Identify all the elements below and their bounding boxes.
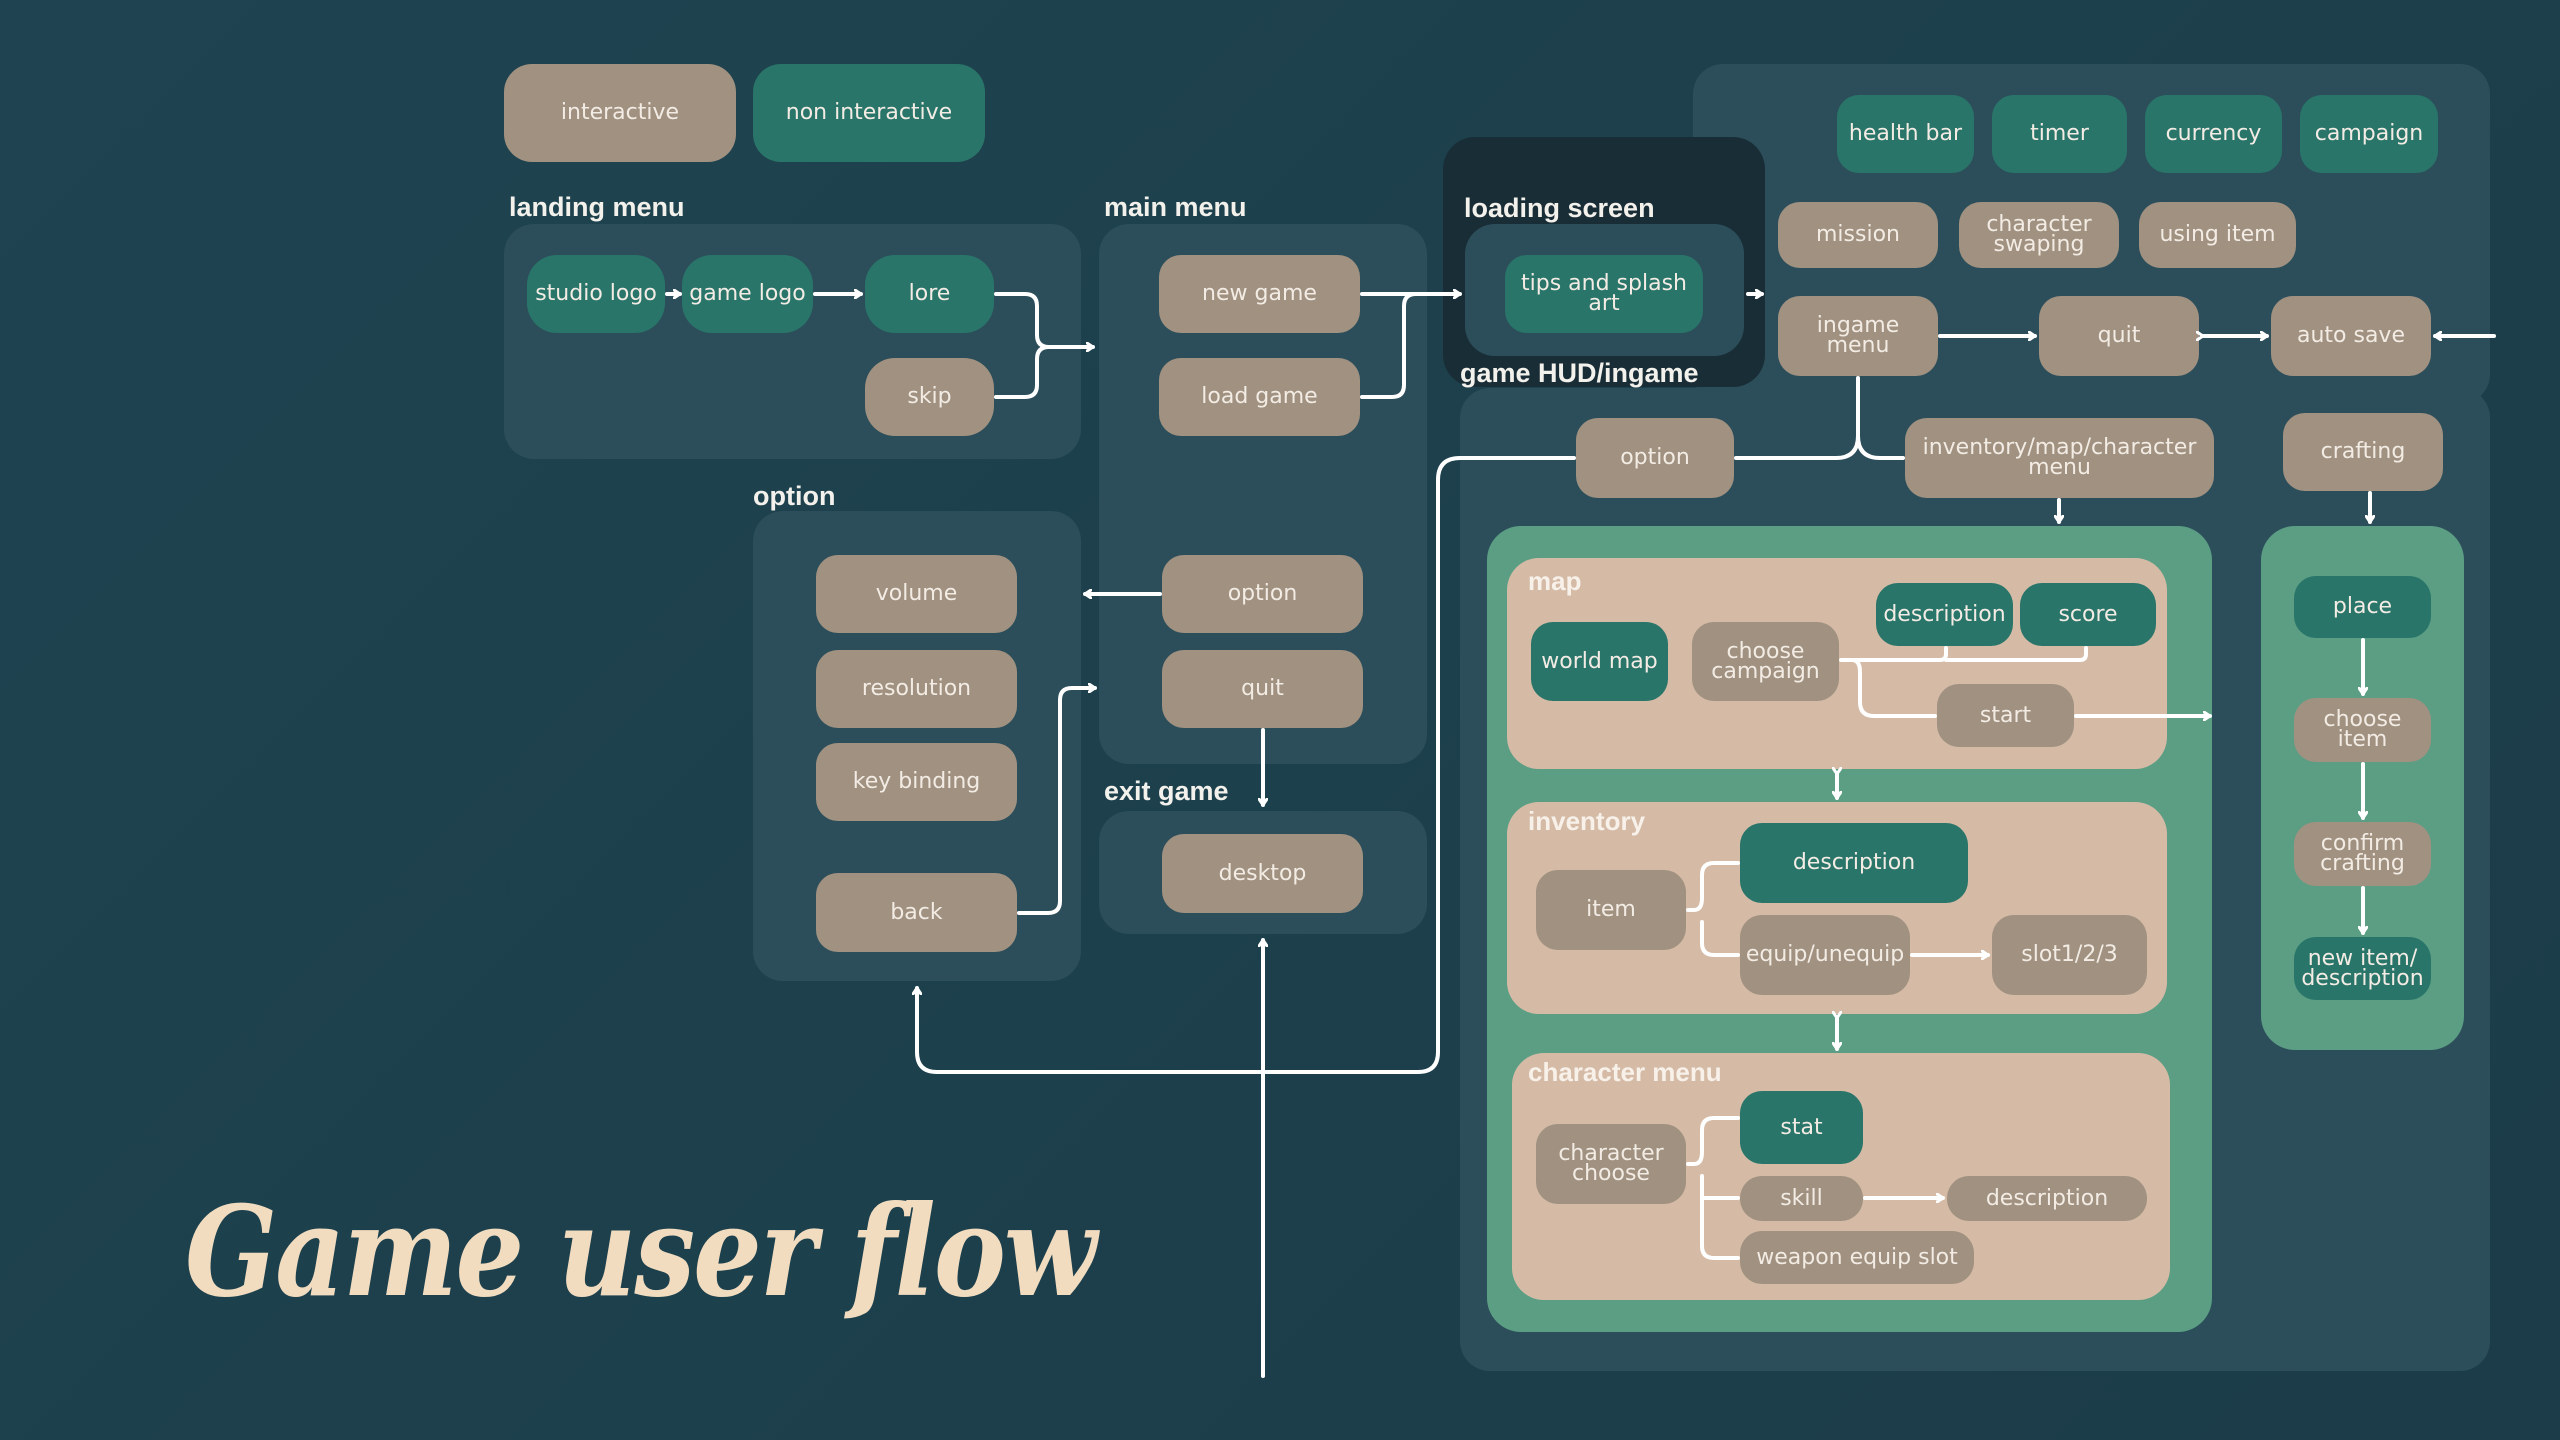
node-start[interactable]: start <box>1937 684 2074 747</box>
node-character-swaping[interactable]: character swaping <box>1959 202 2119 268</box>
node-score: score <box>2020 583 2156 646</box>
exit-game-label: exit game <box>1104 776 1229 806</box>
node-item-description: description <box>1740 823 1968 903</box>
map-label: map <box>1528 566 1582 596</box>
node-weapon-equip-slot[interactable]: weapon equip slot <box>1740 1231 1974 1284</box>
legend-interactive: interactive <box>504 64 736 162</box>
node-key-binding[interactable]: key binding <box>816 743 1017 821</box>
node-lore: lore <box>865 255 994 333</box>
node-tips-splash-art: tips and splash art <box>1505 255 1703 333</box>
node-new-game[interactable]: new game <box>1159 255 1360 333</box>
node-place: place <box>2294 576 2431 638</box>
loading-screen-label: loading screen <box>1464 193 1655 223</box>
node-character-choose[interactable]: character choose <box>1536 1124 1686 1204</box>
node-main-option[interactable]: option <box>1162 555 1363 633</box>
node-mission[interactable]: mission <box>1778 202 1938 268</box>
node-volume[interactable]: volume <box>816 555 1017 633</box>
node-timer: timer <box>1992 95 2127 173</box>
node-ingame-menu[interactable]: ingame menu <box>1778 296 1938 376</box>
inventory-label: inventory <box>1528 806 1646 836</box>
node-equip-unequip[interactable]: equip/unequip <box>1740 915 1910 995</box>
node-choose-item[interactable]: choose item <box>2294 698 2431 762</box>
node-load-game[interactable]: load game <box>1159 358 1360 436</box>
node-currency: currency <box>2145 95 2282 173</box>
node-inventory-map-character-menu[interactable]: inventory/map/character menu <box>1905 418 2214 498</box>
node-using-item[interactable]: using item <box>2139 202 2296 268</box>
node-hud-option[interactable]: option <box>1576 418 1734 498</box>
page-title: Game user flow <box>185 1180 1097 1325</box>
node-campaign: campaign <box>2300 95 2438 173</box>
node-auto-save[interactable]: auto save <box>2271 296 2431 376</box>
node-game-logo: game logo <box>682 255 813 333</box>
node-world-map: world map <box>1531 622 1668 701</box>
node-new-item-description: new item/ description <box>2294 937 2431 1000</box>
node-choose-campaign[interactable]: choose campaign <box>1692 622 1839 701</box>
node-skill[interactable]: skill <box>1740 1176 1863 1221</box>
node-hud-quit[interactable]: quit <box>2039 296 2199 376</box>
node-desktop[interactable]: desktop <box>1162 834 1363 913</box>
character-menu-label: character menu <box>1528 1057 1722 1087</box>
node-stat: stat <box>1740 1091 1863 1164</box>
option-menu-label: option <box>753 481 836 511</box>
node-main-quit[interactable]: quit <box>1162 650 1363 728</box>
node-confirm-crafting[interactable]: confirm crafting <box>2294 822 2431 886</box>
node-skip[interactable]: skip <box>865 358 994 436</box>
node-item[interactable]: item <box>1536 870 1686 950</box>
node-resolution[interactable]: resolution <box>816 650 1017 728</box>
node-slot[interactable]: slot1/2/3 <box>1992 915 2147 995</box>
main-menu-label: main menu <box>1104 192 1247 222</box>
node-map-description: description <box>1876 583 2013 646</box>
node-studio-logo: studio logo <box>527 255 665 333</box>
node-skill-description: description <box>1947 1176 2147 1221</box>
node-health-bar: health bar <box>1837 95 1974 173</box>
landing-menu-label: landing menu <box>509 192 685 222</box>
node-back[interactable]: back <box>816 873 1017 952</box>
game-hud-label: game HUD/ingame <box>1460 358 1699 388</box>
legend-non-interactive: non interactive <box>753 64 985 162</box>
node-crafting[interactable]: crafting <box>2283 413 2443 491</box>
